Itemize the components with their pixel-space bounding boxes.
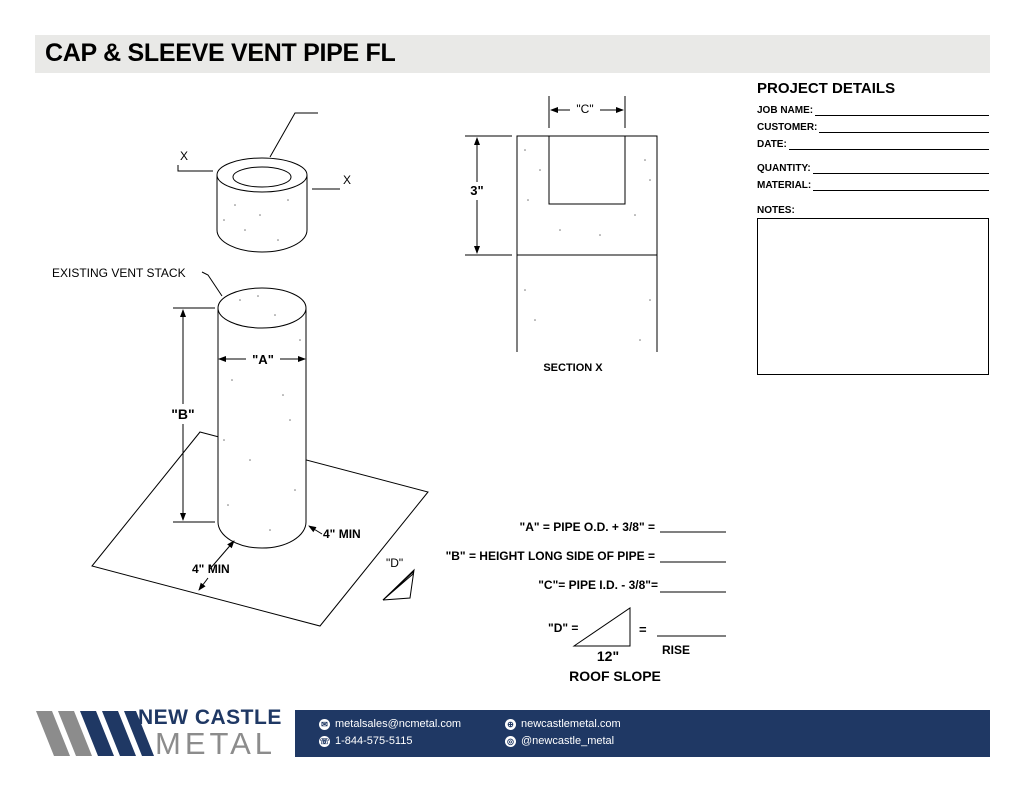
field-line xyxy=(813,180,989,191)
label-min-left: 4" MIN xyxy=(192,562,230,576)
label-dim-c: "C" xyxy=(576,102,593,116)
formula-a: "A" = PIPE O.D. + 3/8" = xyxy=(520,520,655,534)
instagram-icon: ◎ xyxy=(505,735,516,747)
field-material[interactable]: MATERIAL: xyxy=(757,180,989,191)
roof-slope-triangle xyxy=(572,607,631,647)
cap-ring xyxy=(177,112,340,253)
contact-social[interactable]: ◎ @newcastle_metal xyxy=(505,735,614,747)
phone-text: 1-844-575-5115 xyxy=(335,735,413,747)
field-job-name[interactable]: JOB NAME: xyxy=(757,105,989,116)
notes-box[interactable] xyxy=(757,218,989,375)
title-bar: CAP & SLEEVE VENT PIPE FL xyxy=(35,35,990,73)
social-text: @newcastle_metal xyxy=(521,735,615,747)
label-x-left: X xyxy=(180,149,188,163)
section-x xyxy=(465,96,658,352)
field-label: JOB NAME: xyxy=(757,105,814,116)
field-label: CUSTOMER: xyxy=(757,122,818,133)
label-dim-b: "B" xyxy=(171,406,194,422)
website-text: newcastlemetal.com xyxy=(521,718,621,730)
field-customer[interactable]: CUSTOMER: xyxy=(757,122,989,133)
field-label: QUANTITY: xyxy=(757,163,811,174)
label-section-x: SECTION X xyxy=(543,362,603,374)
globe-icon: ⊕ xyxy=(505,718,516,730)
project-details-heading: PROJECT DETAILS xyxy=(757,80,896,97)
email-text: metalsales@ncmetal.com xyxy=(335,718,462,730)
contact-phone[interactable]: ☏ 1-844-575-5115 xyxy=(319,735,412,747)
email-icon: ✉ xyxy=(319,718,330,730)
label-dim-a: "A" xyxy=(252,352,274,367)
label-roof-slope: ROOF SLOPE xyxy=(569,668,661,684)
label-x-right: X xyxy=(343,173,351,187)
label-run: 12" xyxy=(597,648,619,664)
field-date[interactable]: DATE: xyxy=(757,139,989,150)
formula-d: "D" = xyxy=(548,621,578,635)
field-line xyxy=(788,139,989,150)
formula-c: "C"= PIPE I.D. - 3/8"= xyxy=(538,578,658,592)
field-label: MATERIAL: xyxy=(757,180,812,191)
contact-website[interactable]: ⊕ newcastlemetal.com xyxy=(505,718,621,730)
logo-text-metal: METAL xyxy=(155,726,277,761)
formula-equals: = xyxy=(639,622,647,637)
field-quantity[interactable]: QUANTITY: xyxy=(757,163,989,174)
logo-text-newcastle: NEW CASTLE xyxy=(138,706,282,729)
flashing-base xyxy=(91,431,429,627)
label-dim-d: "D" xyxy=(386,556,403,570)
label-existing-vent: EXISTING VENT STACK xyxy=(52,266,186,280)
phone-icon: ☏ xyxy=(319,735,330,747)
contact-email[interactable]: ✉ metalsales@ncmetal.com xyxy=(319,718,461,730)
notes-label: NOTES: xyxy=(757,205,795,216)
logo-mark xyxy=(36,711,154,756)
label-dim-3: 3" xyxy=(470,183,483,198)
footer-bar: ✉metalsales@ncmetal.com ☏1-844-575-5115 … xyxy=(295,710,990,757)
field-label: DATE: xyxy=(757,139,787,150)
field-line xyxy=(815,105,989,116)
formula-b: "B" = HEIGHT LONG SIDE OF PIPE = xyxy=(446,549,655,563)
field-line xyxy=(819,122,989,133)
label-rise: RISE xyxy=(662,643,690,657)
page-title: CAP & SLEEVE VENT PIPE FL xyxy=(45,39,396,67)
field-line xyxy=(812,163,989,174)
vent-stack xyxy=(217,287,307,549)
label-min-right: 4" MIN xyxy=(323,527,361,541)
